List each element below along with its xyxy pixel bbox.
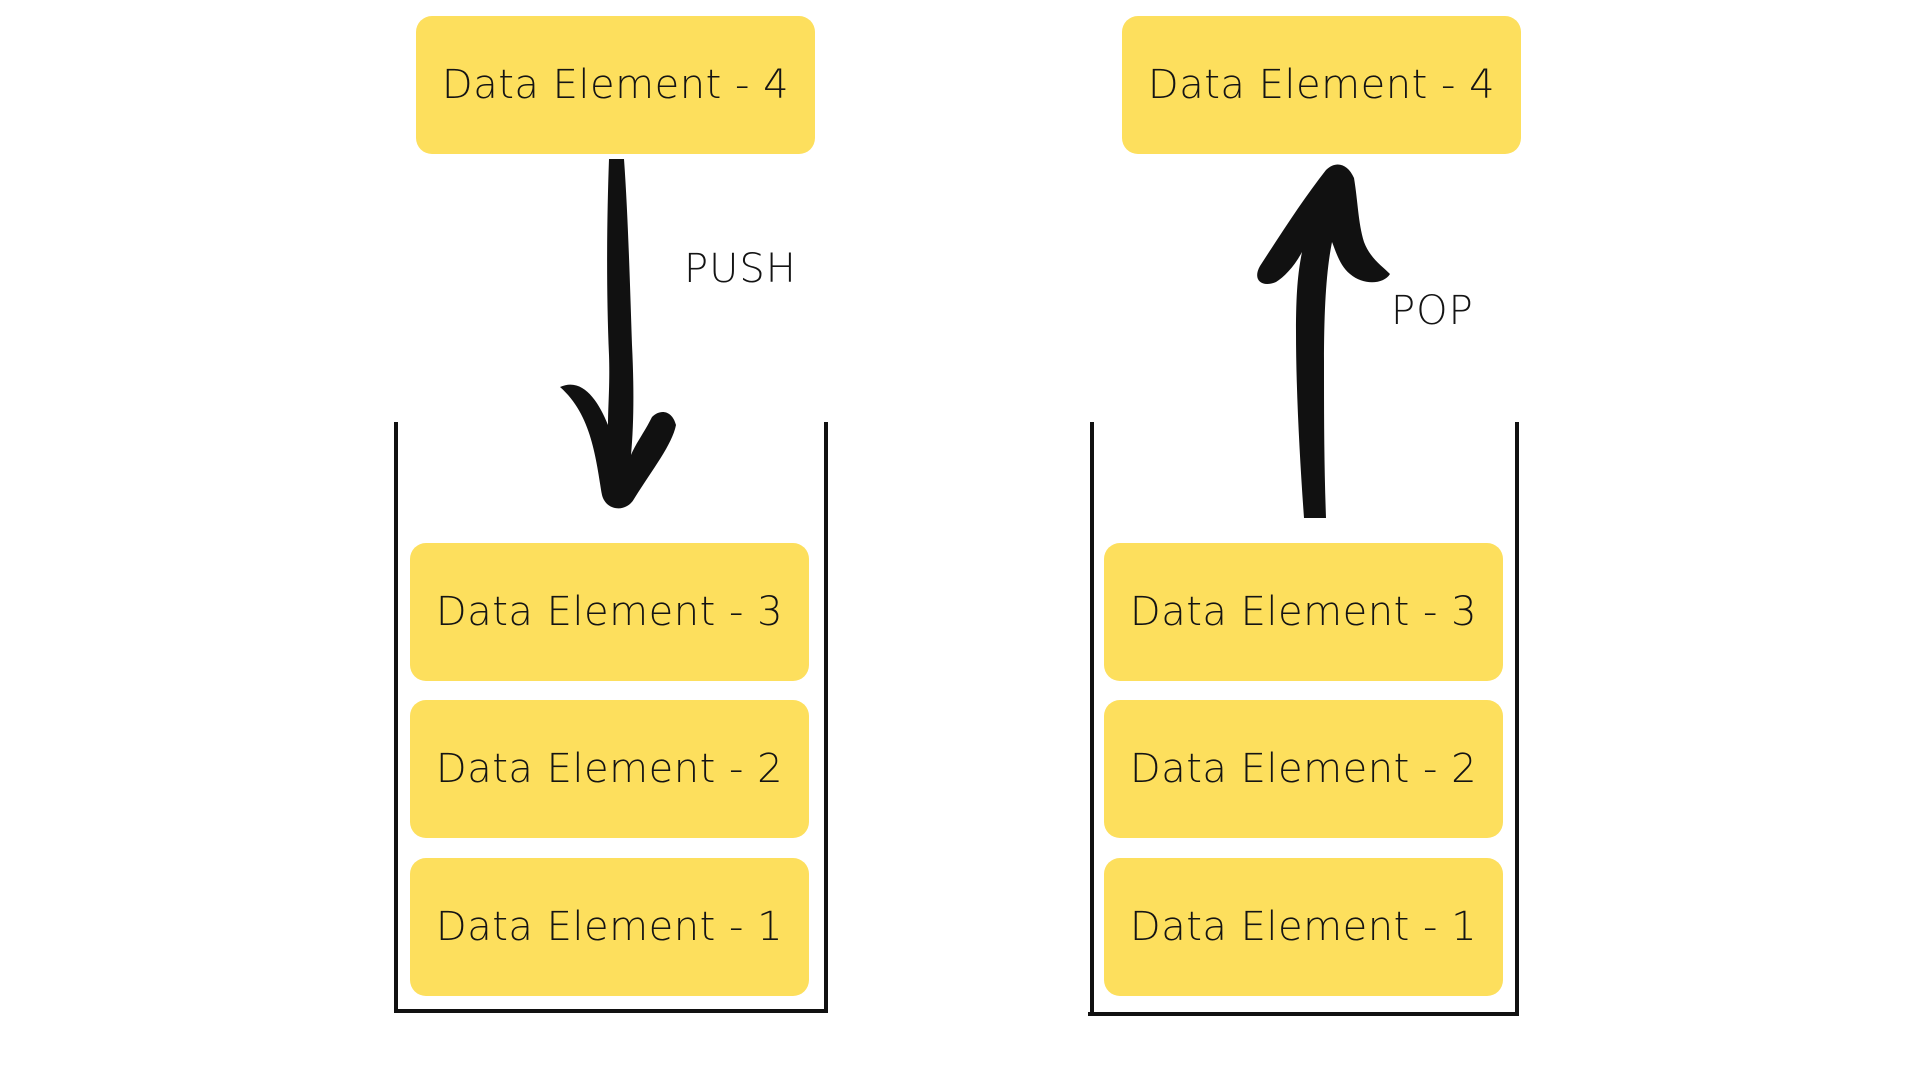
push-stack-left-wall <box>394 422 398 1013</box>
pop-up-arrow-icon <box>1257 164 1390 519</box>
pop-stack-element: Data Element - 2 <box>1104 700 1503 838</box>
push-label: PUSH <box>684 246 797 292</box>
push-incoming-element: Data Element - 4 <box>416 16 815 154</box>
pop-stack-element: Data Element - 3 <box>1104 543 1503 681</box>
pop-stack-element: Data Element - 1 <box>1104 858 1503 996</box>
pop-label: POP <box>1391 288 1474 334</box>
push-stack-element: Data Element - 3 <box>410 543 809 681</box>
push-stack-bottom <box>394 1009 824 1013</box>
pop-stack-left-wall <box>1090 422 1094 1016</box>
push-stack-element: Data Element - 1 <box>410 858 809 996</box>
pop-stack-bottom <box>1088 1012 1519 1016</box>
pop-stack-right-wall <box>1515 422 1519 1016</box>
push-stack-right-wall <box>824 422 828 1013</box>
push-down-arrow-icon <box>560 159 676 509</box>
push-stack-element: Data Element - 2 <box>410 700 809 838</box>
pop-outgoing-element: Data Element - 4 <box>1122 16 1521 154</box>
